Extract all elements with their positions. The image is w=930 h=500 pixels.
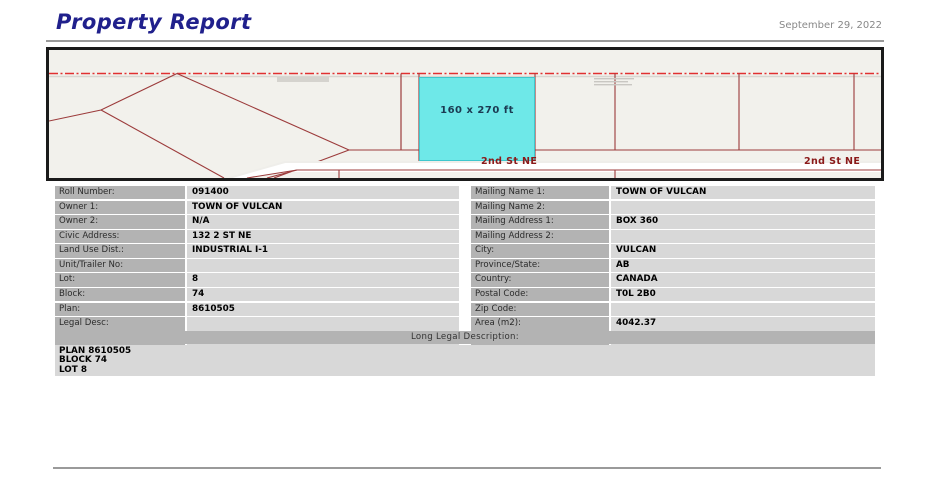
detail-row: Province/State:AB bbox=[471, 258, 875, 273]
detail-row: Plan:8610505 bbox=[55, 302, 459, 317]
detail-value: CANADA bbox=[611, 273, 875, 287]
detail-label: Unit/Trailer No: bbox=[55, 258, 185, 273]
detail-value bbox=[187, 317, 459, 331]
detail-value bbox=[187, 258, 459, 273]
header-divider bbox=[46, 40, 884, 42]
detail-row: Country:CANADA bbox=[471, 273, 875, 287]
detail-value: 4042.37 bbox=[611, 317, 875, 331]
detail-value: INDUSTRIAL I-1 bbox=[187, 244, 459, 258]
detail-row: Postal Code:T0L 2B0 bbox=[471, 288, 875, 302]
detail-label: City: bbox=[471, 244, 609, 258]
detail-label: Zip Code: bbox=[471, 302, 609, 317]
detail-value: 132 2 ST NE bbox=[187, 229, 459, 244]
detail-row: Unit/Trailer No: bbox=[55, 258, 459, 273]
long-legal-line: PLAN 8610505 bbox=[59, 346, 132, 356]
detail-label: Postal Code: bbox=[471, 288, 609, 302]
detail-label: Country: bbox=[471, 273, 609, 287]
detail-value: 8610505 bbox=[187, 302, 459, 317]
detail-row: Owner 2:N/A bbox=[55, 215, 459, 229]
detail-label: Owner 1: bbox=[55, 200, 185, 214]
detail-row: Mailing Name 1:TOWN OF VULCAN bbox=[471, 186, 875, 200]
detail-label: Province/State: bbox=[471, 258, 609, 273]
detail-row: Roll Number:091400 bbox=[55, 186, 459, 200]
report-header: Property Report September 29, 2022 bbox=[46, 10, 884, 42]
street-label-right: 2nd St NE bbox=[804, 156, 861, 167]
highlighted-parcel[interactable] bbox=[419, 77, 535, 161]
detail-row: Mailing Address 2: bbox=[471, 229, 875, 244]
footer-divider bbox=[53, 467, 881, 469]
detail-value: TOWN OF VULCAN bbox=[187, 200, 459, 214]
detail-row: Zip Code: bbox=[471, 302, 875, 317]
detail-row: Owner 1:TOWN OF VULCAN bbox=[55, 200, 459, 214]
detail-value bbox=[611, 229, 875, 244]
detail-value: 091400 bbox=[187, 186, 459, 200]
detail-row: Legal Desc: bbox=[55, 317, 459, 331]
detail-label: Plan: bbox=[55, 302, 185, 317]
detail-row: City:VULCAN bbox=[471, 244, 875, 258]
detail-row: Mailing Name 2: bbox=[471, 200, 875, 214]
detail-label: Area (m2): bbox=[471, 317, 609, 331]
detail-row: Area (m2):4042.37 bbox=[471, 317, 875, 331]
detail-value: N/A bbox=[187, 215, 459, 229]
report-date: September 29, 2022 bbox=[779, 20, 882, 31]
parcel-map[interactable]: 160 x 270 ft 2nd St NE 2nd St NE bbox=[46, 47, 884, 181]
detail-label: Land Use Dist.: bbox=[55, 244, 185, 258]
detail-label: Owner 2: bbox=[55, 215, 185, 229]
detail-value: AB bbox=[611, 258, 875, 273]
long-legal-line: LOT 8 bbox=[59, 364, 87, 375]
detail-row: Lot:8 bbox=[55, 273, 459, 287]
detail-label: Mailing Name 2: bbox=[471, 200, 609, 214]
detail-value bbox=[611, 302, 875, 317]
detail-label: Mailing Address 1: bbox=[471, 215, 609, 229]
detail-label: Civic Address: bbox=[55, 229, 185, 244]
detail-row: Mailing Address 1:BOX 360 bbox=[471, 215, 875, 229]
detail-label: Legal Desc: bbox=[55, 317, 185, 331]
detail-value: BOX 360 bbox=[611, 215, 875, 229]
detail-label: Mailing Address 2: bbox=[471, 229, 609, 244]
detail-value: 74 bbox=[187, 288, 459, 302]
detail-row: Civic Address:132 2 ST NE bbox=[55, 229, 459, 244]
detail-label: Roll Number: bbox=[55, 186, 185, 200]
parcel-dimension-label: 160 x 270 ft bbox=[440, 105, 514, 116]
page-title: Property Report bbox=[56, 10, 252, 34]
detail-row: Land Use Dist.:INDUSTRIAL I-1 bbox=[55, 244, 459, 258]
detail-label: Mailing Name 1: bbox=[471, 186, 609, 200]
detail-value bbox=[611, 200, 875, 214]
long-legal-line: BLOCK 74 bbox=[59, 355, 108, 366]
detail-value: 8 bbox=[187, 273, 459, 287]
detail-value: VULCAN bbox=[611, 244, 875, 258]
detail-value: TOWN OF VULCAN bbox=[611, 186, 875, 200]
long-legal-header: Long Legal Description: bbox=[55, 331, 875, 344]
detail-row: Block:74 bbox=[55, 288, 459, 302]
street-label-left: 2nd St NE bbox=[481, 156, 538, 167]
detail-label: Block: bbox=[55, 288, 185, 302]
detail-value: T0L 2B0 bbox=[611, 288, 875, 302]
detail-label: Lot: bbox=[55, 273, 185, 287]
